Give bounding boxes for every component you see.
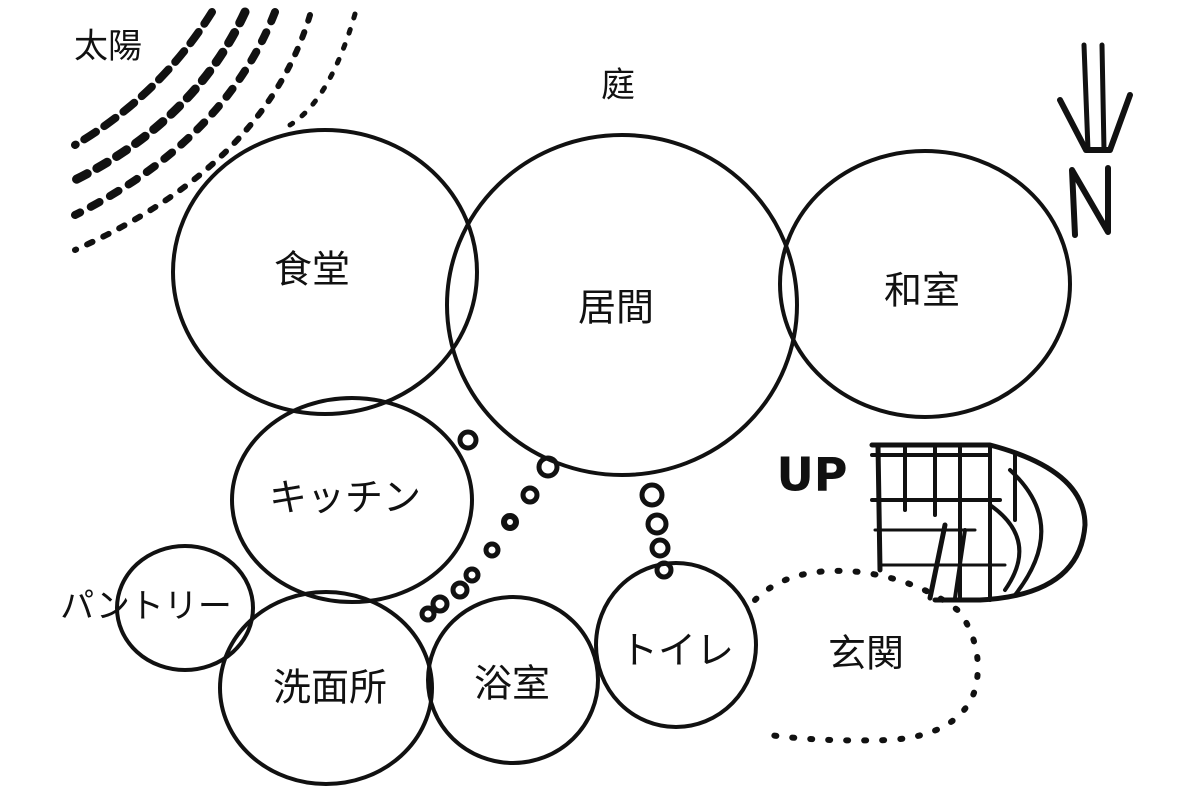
connection-dots bbox=[419, 429, 674, 623]
sun-label: 太陽 bbox=[74, 27, 142, 67]
bath-label: 浴室 bbox=[474, 662, 550, 706]
pantry-bubble bbox=[115, 544, 255, 672]
dining-label: 食堂 bbox=[274, 248, 350, 292]
washroom-label: 洗面所 bbox=[273, 666, 387, 710]
bath-bubble bbox=[426, 595, 600, 765]
pantry-label: パントリー bbox=[60, 587, 232, 627]
stairs-icon bbox=[869, 442, 1088, 603]
toilet-label: トイレ bbox=[620, 629, 734, 673]
washroom-bubble bbox=[218, 590, 434, 786]
garden-label: 庭 bbox=[601, 66, 635, 106]
living-label: 居間 bbox=[578, 286, 654, 330]
toilet-bubble bbox=[594, 561, 758, 729]
up-label: UP bbox=[776, 448, 847, 502]
japanese-room-label: 和室 bbox=[884, 269, 960, 313]
room-bubbles bbox=[115, 128, 1072, 786]
kitchen-bubble bbox=[230, 396, 474, 604]
sun-rays-icon bbox=[70, 7, 358, 253]
north-arrow-icon bbox=[1057, 42, 1133, 238]
kitchen-label: キッチン bbox=[269, 476, 421, 520]
living-bubble bbox=[445, 133, 799, 477]
japanese-room-bubble bbox=[778, 149, 1072, 419]
entrance-label: 玄関 bbox=[828, 632, 904, 676]
dining-bubble bbox=[171, 128, 479, 416]
